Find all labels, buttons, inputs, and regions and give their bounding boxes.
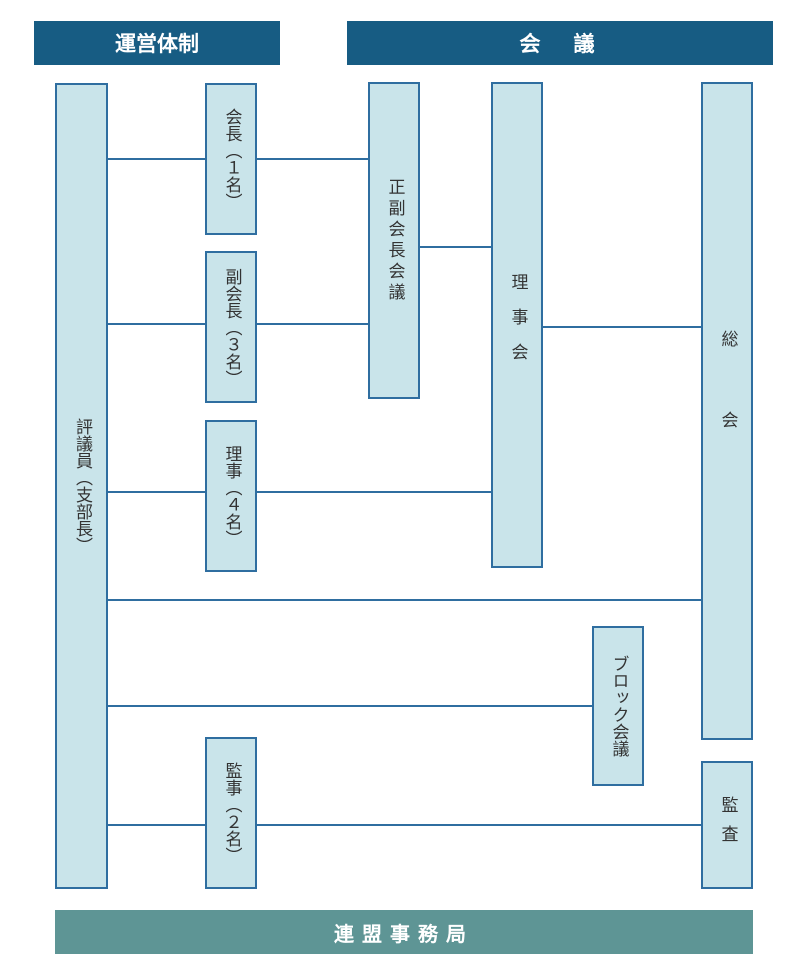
header-meetings-label: 会 議 <box>519 32 601 56</box>
box-board: 理事会 <box>491 82 543 568</box>
connector-councilor-auditor <box>108 824 205 826</box>
box-auditor-label: 監事（２名） <box>221 762 242 864</box>
header-meetings: 会 議 <box>347 21 773 65</box>
box-chair: 会長（１名） <box>205 83 257 235</box>
box-vice-chair-label: 副会長（３名） <box>221 267 242 387</box>
box-chair-label: 会長（１名） <box>221 108 242 210</box>
box-audit-label: 監査 <box>717 796 738 854</box>
box-chair-vice-meeting: 正副会長会議 <box>368 82 420 399</box>
box-board-label: 理事会 <box>507 272 528 378</box>
box-director: 理事（４名） <box>205 420 257 572</box>
box-vice-chair: 副会長（３名） <box>205 251 257 403</box>
connector-vice-meeting <box>257 323 368 325</box>
connector-auditor-audit <box>257 824 701 826</box>
box-general-assembly: 総会 <box>701 82 753 740</box>
box-audit: 監査 <box>701 761 753 889</box>
box-block-meeting-label: ブロック会議 <box>608 655 629 757</box>
footer-federation-office: 連盟事務局 <box>55 910 753 954</box>
box-councilor: 評議員（支部長） <box>55 83 108 889</box>
box-auditor: 監事（２名） <box>205 737 257 889</box>
connector-councilor-block <box>108 705 592 707</box>
header-operating-structure-label: 運営体制 <box>115 32 199 56</box>
box-director-label: 理事（４名） <box>221 445 242 547</box>
box-councilor-label: 評議員（支部長） <box>72 418 92 554</box>
header-operating-structure: 運営体制 <box>34 21 280 65</box>
connector-meeting-board <box>420 246 491 248</box>
box-general-assembly-label: 総会 <box>717 330 738 492</box>
connector-councilor-director <box>108 491 205 493</box>
connector-board-assembly <box>543 326 701 328</box>
connector-councilor-chair <box>108 158 205 160</box>
connector-chair-meeting <box>257 158 368 160</box>
connector-councilor-assembly <box>108 599 701 601</box>
connector-councilor-vice <box>108 323 205 325</box>
connector-director-board <box>257 491 491 493</box>
footer-federation-office-label: 連盟事務局 <box>334 921 474 946</box>
box-block-meeting: ブロック会議 <box>592 626 644 786</box>
box-chair-vice-meeting-label: 正副会長会議 <box>384 177 405 304</box>
